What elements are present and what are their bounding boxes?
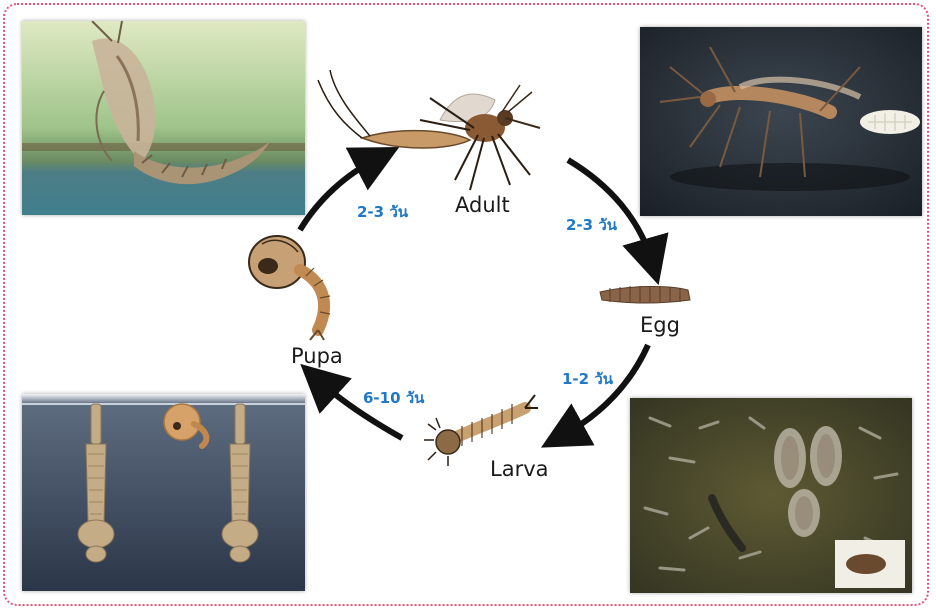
stage-label-pupa: Pupa (291, 344, 343, 368)
duration-pupa-to-adult: 2-3 วัน (357, 200, 408, 224)
stage-label-larva: Larva (490, 457, 549, 481)
arrow-adult-to-egg (568, 160, 652, 262)
duration-adult-to-egg: 2-3 วัน (566, 213, 617, 237)
stage-label-adult: Adult (455, 193, 510, 217)
stage-label-egg: Egg (640, 313, 680, 337)
duration-egg-to-larva: 1-2 วัน (562, 367, 613, 391)
larva-illustration (424, 395, 538, 466)
egg-raft-illustration (600, 286, 690, 303)
duration-larva-to-pupa: 6-10 วัน (363, 386, 424, 410)
pupa-illustration (249, 236, 330, 340)
